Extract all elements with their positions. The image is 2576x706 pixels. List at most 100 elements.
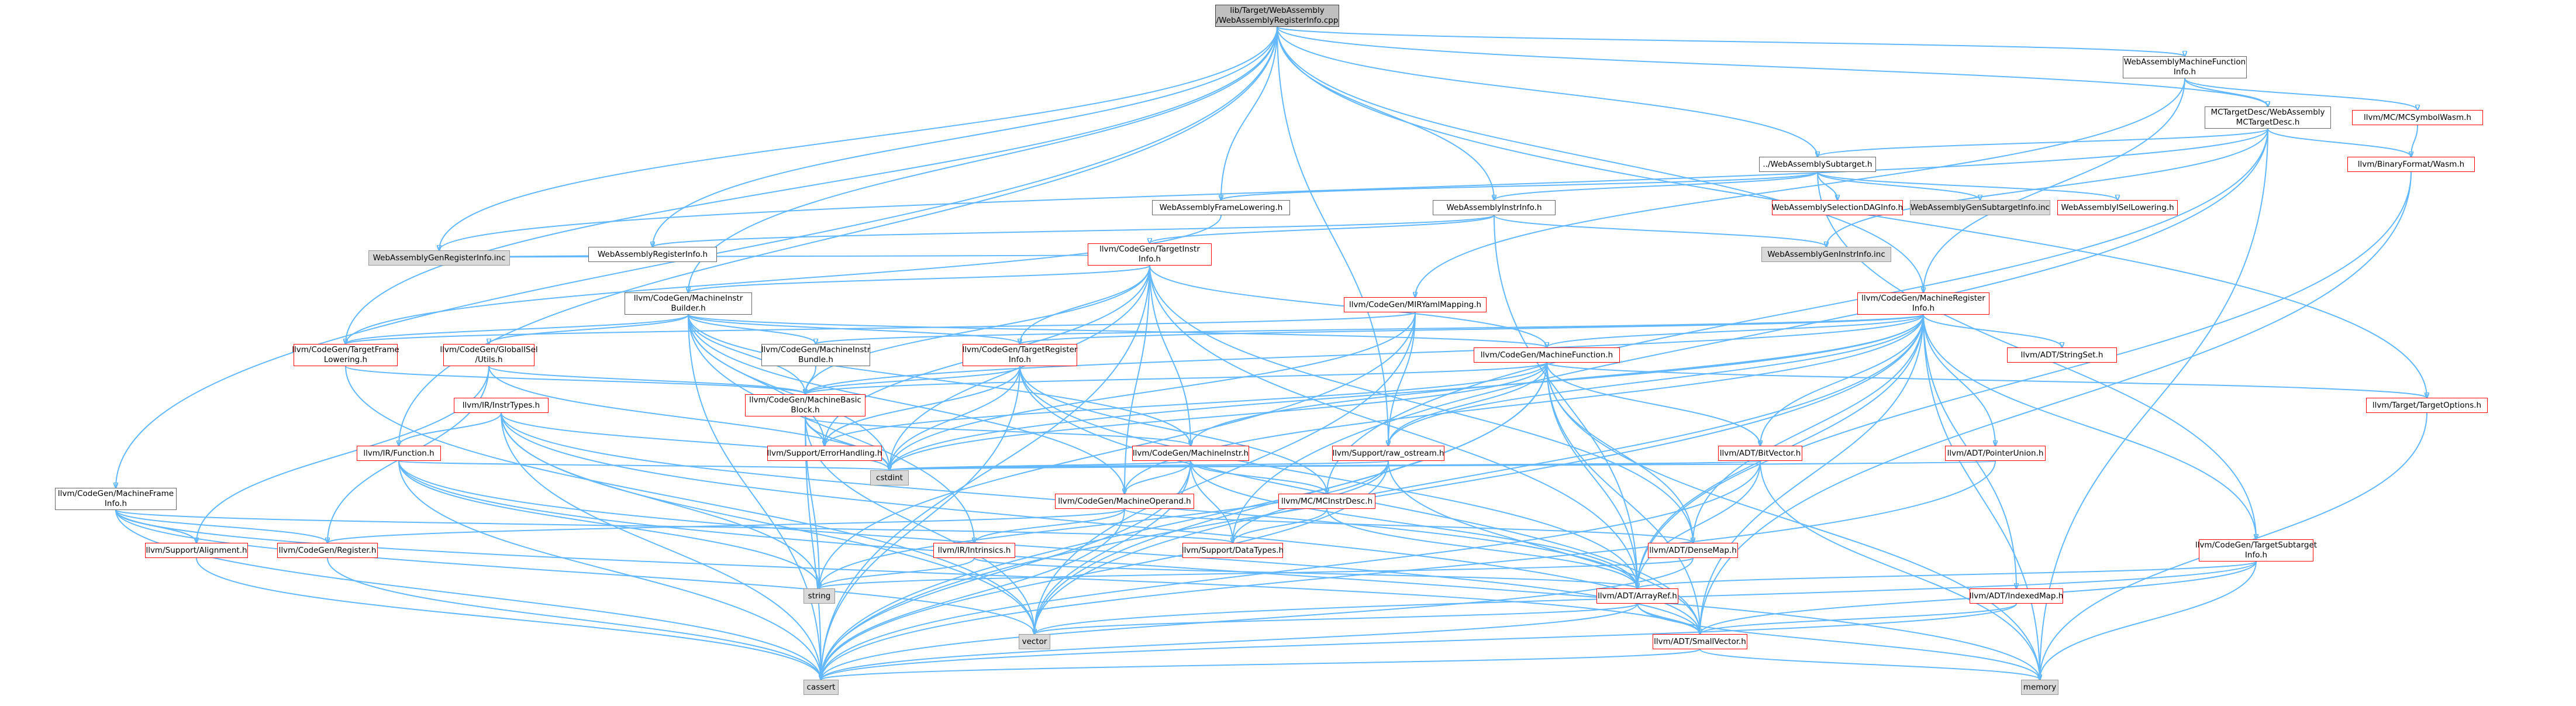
edge-mffr-to-vector [115,509,1034,634]
node-mib[interactable]: llvm/CodeGen/MachineInstr Builder.h [625,292,752,315]
edge-ptru-to-cstdint [889,460,1996,470]
node-errh[interactable]: llvm/Support/ErrorHandling.h [767,446,882,461]
edge-tsi-to-arrayref [1637,561,2257,588]
edge-idxmap-to-smallvec [1700,603,2017,634]
edge-mctd-to-subtgt [1818,128,2268,157]
edge-mf-to-memory [1546,362,2040,680]
node-mcid[interactable]: llvm/MC/MCInstrDesc.h [1278,494,1375,509]
node-ptru[interactable]: llvm/ADT/PointerUnion.h [1945,446,2046,461]
edge-tii-to-mi [1149,265,1191,446]
node-mffr[interactable]: llvm/CodeGen/MachineFrame Info.h [55,488,177,510]
node-mi[interactable]: llvm/CodeGen/MachineInstr.h [1132,446,1249,461]
edge-mi-to-dtypes [1190,460,1233,543]
edge-ii-to-arrayref [1494,215,1637,588]
edge-tfl-to-vector [345,366,1034,634]
edge-mir-to-cstdint [889,312,1416,470]
edge-mi-to-arrayref [1190,460,1637,588]
edge-mcid-to-arrayref [1326,508,1637,588]
edge-rawos-to-string [819,460,1389,588]
node-regi[interactable]: WebAssemblyRegisterInfo.h [588,247,717,262]
edge-mo-to-densemap [1124,508,1693,543]
edge-ii-to-genii [1494,215,1826,247]
edge-densemap-to-cassert [821,557,1694,680]
node-strset[interactable]: llvm/ADT/StringSet.h [2007,347,2117,363]
node-bfw[interactable]: llvm/BinaryFormat/Wasm.h [2347,157,2475,172]
edge-mo-to-cassert [821,508,1125,680]
edge-root-to-mri [1277,26,1923,292]
node-mo[interactable]: llvm/CodeGen/MachineOperand.h [1055,494,1194,509]
node-string[interactable]: string [804,588,835,604]
node-cassert[interactable]: cassert [804,680,839,695]
edge-irit-to-cassert [501,412,821,680]
edge-bitv-to-memory [1760,460,2040,680]
edge-align-to-cassert [196,557,821,680]
node-densemap[interactable]: llvm/ADT/DenseMap.h [1648,543,1738,558]
node-sdag[interactable]: WebAssemblySelectionDAGInfo.h [1772,200,1903,215]
node-tii[interactable]: llvm/CodeGen/TargetInstr Info.h [1088,243,1212,266]
edge-irit-to-irfn [399,412,502,446]
node-rawos[interactable]: llvm/Support/raw_ostream.h [1332,446,1444,461]
node-subtgt[interactable]: ../WebAssemblySubtarget.h [1759,157,1876,172]
node-smallvec[interactable]: llvm/ADT/SmallVector.h [1653,634,1747,649]
edge-tri-to-arrayref [1019,366,1637,588]
edge-mctd-to-bfw [2267,128,2411,157]
node-tsi[interactable]: llvm/CodeGen/TargetSubtarget Info.h [2195,539,2317,562]
node-mctd[interactable]: MCTargetDesc/WebAssembly MCTargetDesc.h [2205,106,2331,129]
edge-mib-to-cassert [688,314,821,680]
node-irfn[interactable]: llvm/IR/Function.h [357,446,441,461]
edge-mri-to-memory [1923,314,2040,680]
node-irit[interactable]: llvm/IR/InstrTypes.h [454,398,549,413]
edge-arrayref-to-memory [1637,603,2040,680]
node-memory[interactable]: memory [2021,680,2058,695]
edge-mri-to-tsi [1923,314,2256,539]
edge-irit-to-cstdint [501,412,889,470]
edge-irfn-to-cassert [398,460,821,680]
edge-bfw-to-smallvec [1700,171,2412,634]
node-idxmap[interactable]: llvm/ADT/IndexedMap.h [1970,588,2063,604]
edge-mffi-to-mri [1923,78,2185,292]
node-mbb[interactable]: llvm/CodeGen/MachineBasic Block.h [745,394,865,416]
edge-mctd-to-memory [2040,128,2268,680]
node-mffi[interactable]: WebAssemblyMachineFunction Info.h [2123,56,2247,78]
node-genreg[interactable]: WebAssemblyGenRegisterInfo.inc [368,250,510,266]
edge-mf-to-smallvec [1546,362,1700,634]
node-gisel[interactable]: llvm/CodeGen/GlobalISel /Utils.h [440,344,538,366]
node-bitv[interactable]: llvm/ADT/BitVector.h [1718,446,1802,461]
node-tri[interactable]: llvm/CodeGen/TargetRegister Info.h [963,344,1078,366]
edge-root-to-mffi [1277,26,2185,56]
node-tgtopt[interactable]: llvm/Target/TargetOptions.h [2366,398,2488,413]
node-mri[interactable]: llvm/CodeGen/MachineRegister Info.h [1857,292,1989,315]
edge-tfl-to-mbb [345,366,805,394]
node-arrayref[interactable]: llvm/ADT/ArrayRef.h [1596,588,1678,604]
edge-mf-to-cstdint [889,362,1547,470]
node-gensub[interactable]: WebAssemblyGenSubtargetInfo.inc [1910,200,2050,215]
edge-mri-to-rawos [1388,314,1924,446]
edge-tii-to-mbb [805,265,1150,394]
node-vector[interactable]: vector [1019,634,1050,649]
edge-subtgt-to-gensub [1817,171,1980,200]
node-root[interactable]: lib/Target/WebAssembly /WebAssemblyRegis… [1215,5,1339,27]
edge-mffi-to-mir [1415,78,2185,297]
node-align[interactable]: llvm/Support/Alignment.h [145,543,248,558]
node-isel[interactable]: WebAssemblyISelLowering.h [2057,200,2178,215]
edge-root-to-subtgt [1277,26,1818,157]
edge-mo-to-reg [327,508,1125,543]
node-ii[interactable]: WebAssemblyInstrInfo.h [1433,200,1556,215]
node-mcsw[interactable]: llvm/MC/MCSymbolWasm.h [2352,110,2483,125]
edge-tii-to-cassert [821,265,1150,680]
node-dtypes[interactable]: llvm/Support/DataTypes.h [1182,543,1284,558]
edge-mctd-to-dtypes [1233,128,2268,543]
node-tfl[interactable]: llvm/CodeGen/TargetFrame Lowering.h [292,344,399,366]
node-frl[interactable]: WebAssemblyFrameLowering.h [1152,200,1290,215]
node-reg[interactable]: llvm/CodeGen/Register.h [277,543,378,558]
node-mf[interactable]: llvm/CodeGen/MachineFunction.h [1474,347,1620,363]
edge-mo-to-intrin [974,508,1125,543]
node-genii[interactable]: WebAssemblyGenInstrInfo.inc [1761,247,1891,262]
node-cstdint[interactable]: cstdint [870,470,909,485]
node-mir[interactable]: llvm/CodeGen/MIRYamlMapping.h [1344,297,1487,312]
edge-irfn-to-memory [398,460,2040,680]
edge-mri-to-cstdint [889,314,1924,470]
node-mibundle[interactable]: llvm/CodeGen/MachineInstr Bundle.h [761,344,870,366]
node-intrin[interactable]: llvm/IR/Intrinsics.h [933,543,1015,558]
